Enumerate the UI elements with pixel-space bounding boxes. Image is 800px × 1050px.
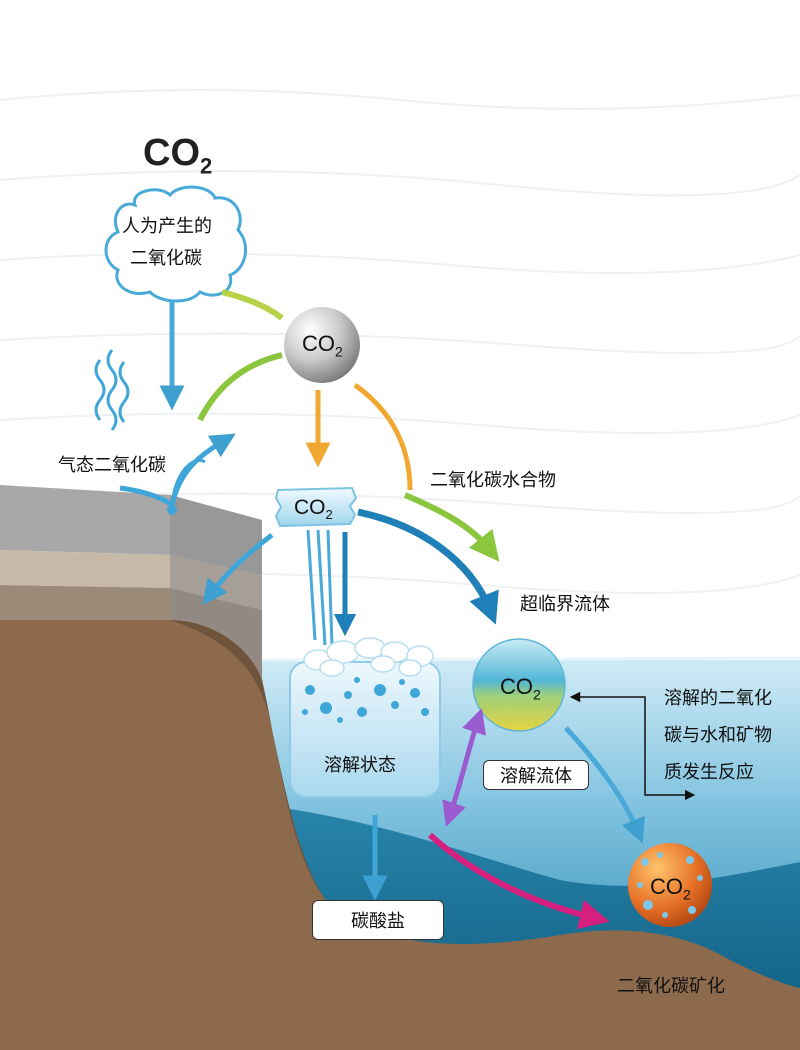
mineral-co2-label: CO2 xyxy=(650,874,691,903)
dissolved-bubbles xyxy=(302,677,429,723)
leak-point xyxy=(167,505,177,515)
ice-co2-label: CO2 xyxy=(294,496,333,523)
cloud-text-line2: 二氧化碳 xyxy=(130,248,202,269)
ice-co2-block xyxy=(274,486,358,528)
mineral-spots xyxy=(637,852,703,918)
ice-cubes xyxy=(303,637,434,677)
supercritical-label: 超临界流体 xyxy=(520,594,610,615)
cloud-to-gas-arrow xyxy=(221,289,284,321)
reaction-text-line1: 溶解的二氧化 xyxy=(664,688,772,709)
dissolved-to-mineral-arrow xyxy=(427,832,610,930)
gas-to-leak-arrow xyxy=(197,352,283,422)
dissolved-container xyxy=(289,661,441,798)
supercritical-co2-label: CO2 xyxy=(500,674,541,703)
dissolve-exchange-arrow xyxy=(442,708,486,827)
dissolved-fluid-label: 溶解流体 xyxy=(483,760,589,790)
top-co2-title: CO2 xyxy=(143,132,213,179)
heat-wave-icon xyxy=(94,349,130,431)
gas-co2-label: CO2 xyxy=(302,331,343,360)
cloud-text-line1: 人为产生的 xyxy=(122,216,212,237)
reaction-text-line2: 碳与水和矿物 xyxy=(664,725,772,746)
dissolving-streams xyxy=(306,529,334,646)
dissolved-state-label: 溶解状态 xyxy=(324,755,396,776)
ice-to-supercritical-arrow xyxy=(357,508,499,625)
gas-to-hydrate-arrow xyxy=(353,382,413,491)
hydrate-to-supercritical-arrow xyxy=(403,492,500,562)
mineralization-label: 二氧化碳矿化 xyxy=(617,976,725,997)
supercritical-co2-ball xyxy=(472,638,566,732)
emission-cloud xyxy=(104,185,248,303)
gas-leak-branch xyxy=(170,458,206,506)
hydrate-label: 二氧化碳水合物 xyxy=(430,470,556,491)
gas-co2-ball xyxy=(284,307,360,383)
gaseous-co2-label: 气态二氧化碳 xyxy=(58,455,166,476)
soil-layer xyxy=(0,620,800,1050)
reaction-text-line3: 质发生反应 xyxy=(664,762,754,783)
ice-to-rock-arrow xyxy=(202,532,274,605)
reaction-bracket xyxy=(569,691,696,801)
carbonate-label: 碳酸盐 xyxy=(312,900,444,940)
